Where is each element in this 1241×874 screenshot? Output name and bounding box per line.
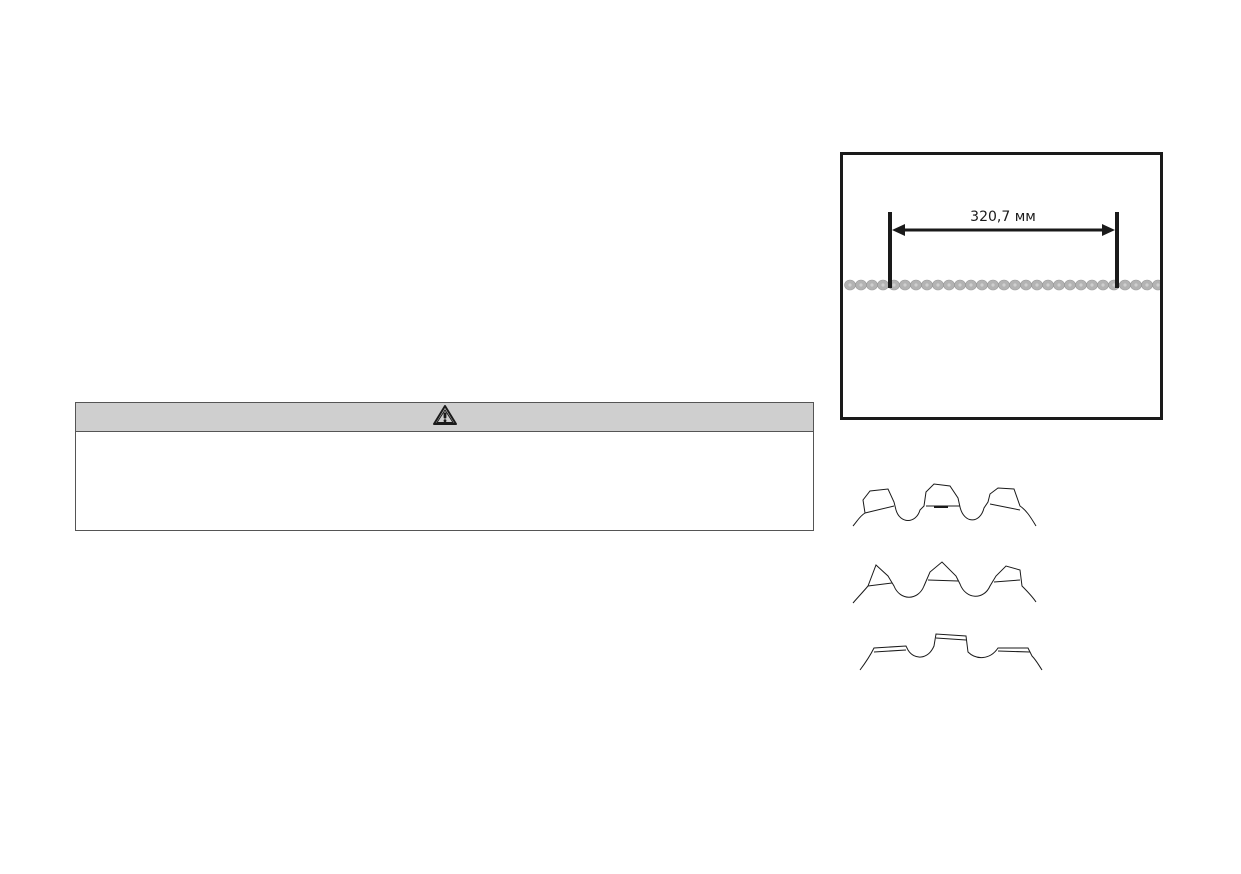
tooth-profile-flat: [848, 626, 1048, 676]
chain-rivet: [1123, 283, 1127, 287]
chain-rivet: [1068, 283, 1072, 287]
warning-header: [76, 403, 813, 432]
arrow-right-icon: [1102, 224, 1115, 236]
chain-measurement-figure: 320,7 мм: [840, 152, 1163, 420]
chain-rivet: [914, 283, 918, 287]
chain-link: [1152, 279, 1160, 291]
chain-rivet: [969, 283, 973, 287]
chain-rivet: [1035, 283, 1039, 287]
tooth-profile-sharp: [848, 556, 1048, 606]
chain-rivet: [925, 283, 929, 287]
tooth-profile-correct: [848, 480, 1048, 530]
chain-rivet: [848, 283, 852, 287]
chain-rivet: [870, 283, 874, 287]
chain-rivet: [936, 283, 940, 287]
chain-rivet: [991, 283, 995, 287]
chain-rivet: [1101, 283, 1105, 287]
chain-rivet: [881, 283, 885, 287]
chain-rivet: [1090, 283, 1094, 287]
chain-rivet: [947, 283, 951, 287]
chain-rivet: [1013, 283, 1017, 287]
measurement-label: 320,7 мм: [970, 209, 1036, 225]
warning-triangle-icon: [432, 404, 458, 430]
arrow-left-icon: [892, 224, 905, 236]
chain-rivet: [1046, 283, 1050, 287]
chain-rivet: [1134, 283, 1138, 287]
chain-rivet: [1057, 283, 1061, 287]
text-column: [75, 150, 814, 390]
chain-rivet: [903, 283, 907, 287]
chain-rivet: [1156, 283, 1160, 287]
warning-box: [75, 402, 814, 531]
chain-rivet: [980, 283, 984, 287]
chain-links: [844, 279, 1160, 291]
chain-rivet: [892, 283, 896, 287]
chain-rivet: [859, 283, 863, 287]
chain-rivet: [958, 283, 962, 287]
chain-rivet: [1079, 283, 1083, 287]
chain-rivet: [1112, 283, 1116, 287]
warning-body: [76, 432, 813, 531]
chain-rivet: [1145, 283, 1149, 287]
chain-rivet: [1002, 283, 1006, 287]
chain-rivet: [1024, 283, 1028, 287]
chain-measurement-diagram: 320,7 мм: [844, 209, 1160, 291]
